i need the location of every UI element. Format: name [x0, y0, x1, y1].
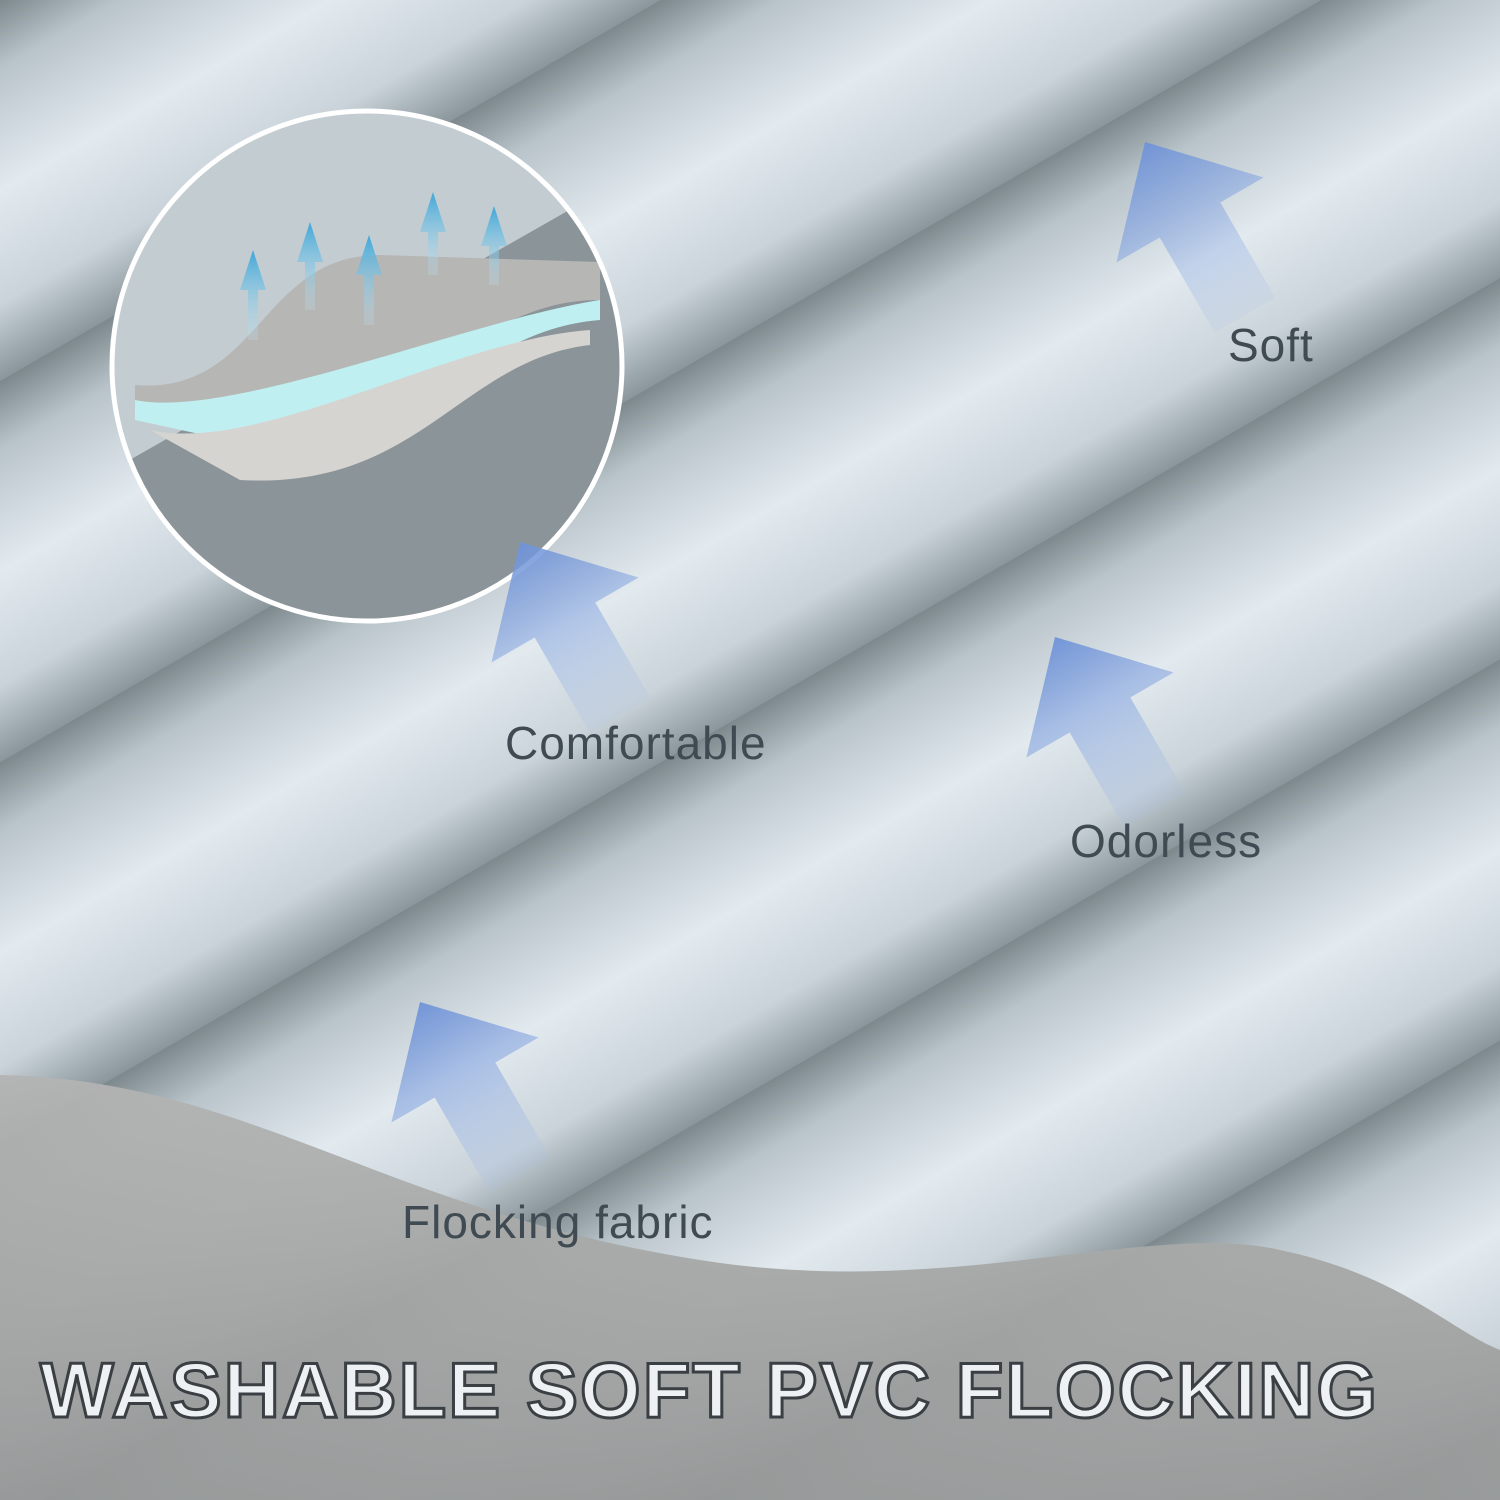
- label-soft: Soft: [1228, 319, 1314, 371]
- headline: WASHABLE SOFT PVC FLOCKING: [39, 1345, 1379, 1436]
- layer-diagram-inset: [109, 108, 625, 624]
- breathable-arrows: [240, 192, 507, 340]
- bottom-wave: [0, 1075, 1500, 1500]
- label-flocking-fabric: Flocking fabric: [402, 1196, 714, 1248]
- feature-arrows: [391, 142, 1276, 1193]
- label-odorless: Odorless: [1070, 815, 1263, 867]
- label-comfortable: Comfortable: [505, 717, 767, 769]
